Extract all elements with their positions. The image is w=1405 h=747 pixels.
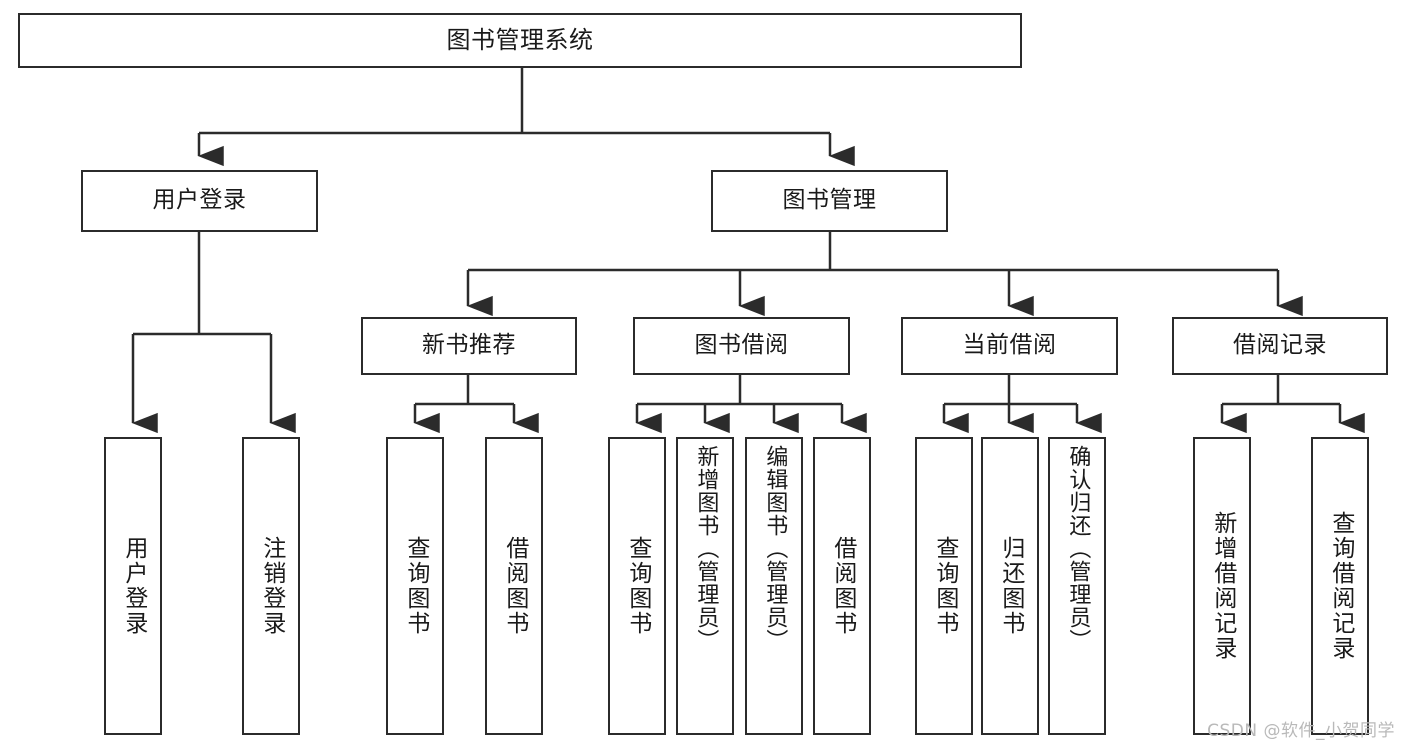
leaf-return-book-label: 归还图书	[997, 536, 1024, 636]
leaf-query-book-1[interactable]: 查询图书	[386, 437, 444, 735]
leaf-borrow-book-1-label: 借阅图书	[501, 536, 528, 636]
leaf-logout-login[interactable]: 注销登录	[242, 437, 300, 735]
leaf-query-book-1-label: 查询图书	[402, 536, 429, 636]
leaf-confirm-return-label: 确认归还（管理员）	[1065, 445, 1091, 652]
leaf-edit-book-label: 编辑图书（管理员）	[762, 445, 788, 652]
leaf-confirm-return[interactable]: 确认归还（管理员）	[1048, 437, 1106, 735]
leaf-logout-login-label: 注销登录	[258, 536, 285, 636]
leaf-add-record-label: 新增借阅记录	[1209, 511, 1236, 661]
node-current-borrow[interactable]: 当前借阅	[901, 317, 1118, 375]
node-user-login-label: 用户登录	[152, 187, 247, 214]
node-new-book-recommend-label: 新书推荐	[422, 332, 516, 359]
node-borrow-record-label: 借阅记录	[1233, 332, 1327, 359]
leaf-user-login[interactable]: 用户登录	[104, 437, 162, 735]
leaf-borrow-book-2[interactable]: 借阅图书	[813, 437, 871, 735]
leaf-query-book-2[interactable]: 查询图书	[608, 437, 666, 735]
leaf-user-login-label: 用户登录	[120, 536, 147, 636]
node-borrow-record[interactable]: 借阅记录	[1172, 317, 1388, 375]
leaf-query-book-3-label: 查询图书	[931, 536, 958, 636]
watermark-text: CSDN @软件_小贺同学	[1207, 721, 1395, 741]
node-current-borrow-label: 当前借阅	[962, 332, 1057, 359]
leaf-borrow-book-2-label: 借阅图书	[829, 536, 856, 636]
leaf-query-record-label: 查询借阅记录	[1327, 511, 1354, 661]
leaf-borrow-book-1[interactable]: 借阅图书	[485, 437, 543, 735]
leaf-add-book-label: 新增图书（管理员）	[693, 445, 719, 652]
leaf-query-book-2-label: 查询图书	[624, 536, 651, 636]
node-user-login[interactable]: 用户登录	[81, 170, 318, 232]
leaf-add-book[interactable]: 新增图书（管理员）	[676, 437, 734, 735]
leaf-edit-book[interactable]: 编辑图书（管理员）	[745, 437, 803, 735]
node-book-management[interactable]: 图书管理	[711, 170, 948, 232]
node-new-book-recommend[interactable]: 新书推荐	[361, 317, 577, 375]
leaf-add-record[interactable]: 新增借阅记录	[1193, 437, 1251, 735]
leaf-return-book[interactable]: 归还图书	[981, 437, 1039, 735]
node-book-management-label: 图书管理	[782, 187, 877, 214]
leaf-query-book-3[interactable]: 查询图书	[915, 437, 973, 735]
node-root-label: 图书管理系统	[446, 26, 594, 55]
node-book-borrow-label: 图书借阅	[694, 332, 789, 359]
node-book-borrow[interactable]: 图书借阅	[633, 317, 850, 375]
leaf-query-record[interactable]: 查询借阅记录	[1311, 437, 1369, 735]
node-root[interactable]: 图书管理系统	[18, 13, 1022, 68]
